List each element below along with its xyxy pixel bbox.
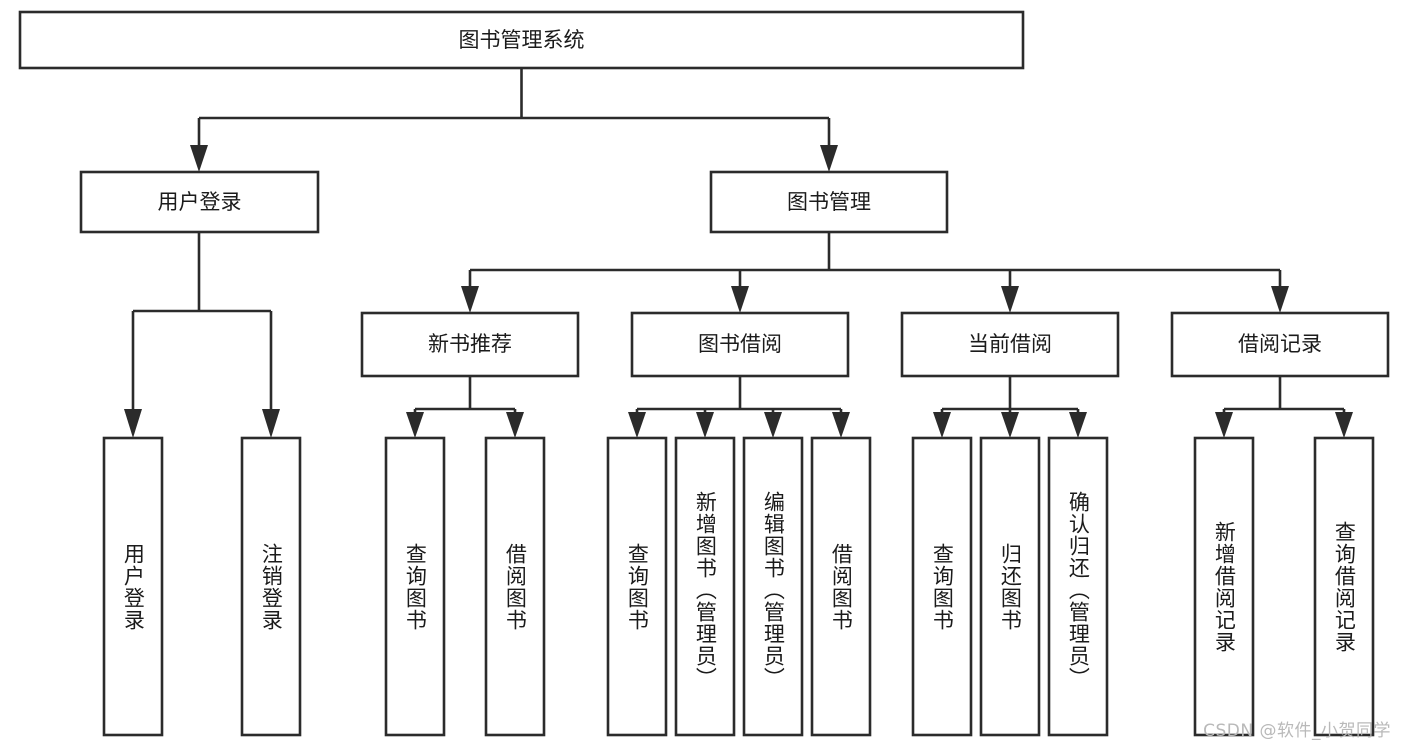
node-new-book-recommend-label: 新书推荐 bbox=[428, 332, 512, 356]
node-book-manage-box[interactable] bbox=[709, 170, 949, 234]
arrow-head-leaf-borrow-book-1 bbox=[506, 412, 524, 438]
arrow-head-book-borrow bbox=[731, 286, 749, 313]
arrow-head-leaf-logout-login bbox=[262, 409, 280, 438]
leaf-box-query-book-3[interactable] bbox=[911, 436, 973, 737]
node-layer: 图书管理系统 用户登录 图书管理 新书推荐 图书借阅 当前借阅 借阅记录 bbox=[18, 10, 1390, 737]
node-borrow-record-label: 借阅记录 bbox=[1238, 332, 1322, 356]
leaf-box-edit-book[interactable] bbox=[742, 436, 804, 737]
arrow-head-leaf-edit-book bbox=[764, 412, 782, 438]
node-current-borrow-label: 当前借阅 bbox=[968, 332, 1052, 356]
leaf-box-return-book[interactable] bbox=[979, 436, 1041, 737]
node-user-login-label: 用户登录 bbox=[158, 190, 242, 214]
arrow-head-leaf-query-book-3 bbox=[933, 412, 951, 438]
node-current-borrow-box[interactable] bbox=[900, 311, 1120, 378]
arrow-head-leaf-return-book bbox=[1001, 412, 1019, 438]
node-book-borrow-label: 图书借阅 bbox=[698, 332, 782, 356]
leaf-box-confirm-return[interactable] bbox=[1047, 436, 1109, 737]
arrow-head-leaf-query-book-1 bbox=[406, 412, 424, 438]
node-borrow-record-box[interactable] bbox=[1170, 311, 1390, 378]
leaf-box-borrow-book-1[interactable] bbox=[484, 436, 546, 737]
connector-layer bbox=[124, 68, 1353, 438]
leaf-box-borrow-book-2[interactable] bbox=[810, 436, 872, 737]
leaf-box-add-book[interactable] bbox=[674, 436, 736, 737]
arrow-head-leaf-user-login bbox=[124, 409, 142, 438]
leaf-box-query-book-1[interactable] bbox=[384, 436, 446, 737]
node-book-borrow-box[interactable] bbox=[630, 311, 850, 378]
node-book-manage-label: 图书管理 bbox=[787, 190, 871, 214]
arrow-head-leaf-borrow-book-2 bbox=[832, 412, 850, 438]
arrow-head-leaf-add-book bbox=[696, 412, 714, 438]
csdn-watermark: CSDN @软件_小贺同学 bbox=[1203, 721, 1391, 741]
node-title-box[interactable] bbox=[18, 10, 1025, 70]
arrow-head-user-login bbox=[190, 145, 208, 172]
arrow-head-leaf-query-record bbox=[1335, 412, 1353, 438]
leaf-box-user-login[interactable] bbox=[102, 436, 164, 737]
arrow-head-borrow-record bbox=[1271, 286, 1289, 313]
arrow-head-current-borrow bbox=[1001, 286, 1019, 313]
node-new-book-recommend-box[interactable] bbox=[360, 311, 580, 378]
arrow-head-leaf-query-book-2 bbox=[628, 412, 646, 438]
arrow-head-new-book-recommend bbox=[461, 286, 479, 313]
arrow-head-leaf-confirm-return bbox=[1069, 412, 1087, 438]
arrow-head-book-manage bbox=[820, 145, 838, 172]
leaf-box-logout-login[interactable] bbox=[240, 436, 302, 737]
leaf-box-query-book-2[interactable] bbox=[606, 436, 668, 737]
node-user-login-box[interactable] bbox=[79, 170, 320, 234]
arrow-head-leaf-add-record bbox=[1215, 412, 1233, 438]
node-title-label: 图书管理系统 bbox=[459, 28, 585, 52]
leaf-box-add-record[interactable] bbox=[1193, 436, 1255, 737]
leaf-box-query-record[interactable] bbox=[1313, 436, 1375, 737]
